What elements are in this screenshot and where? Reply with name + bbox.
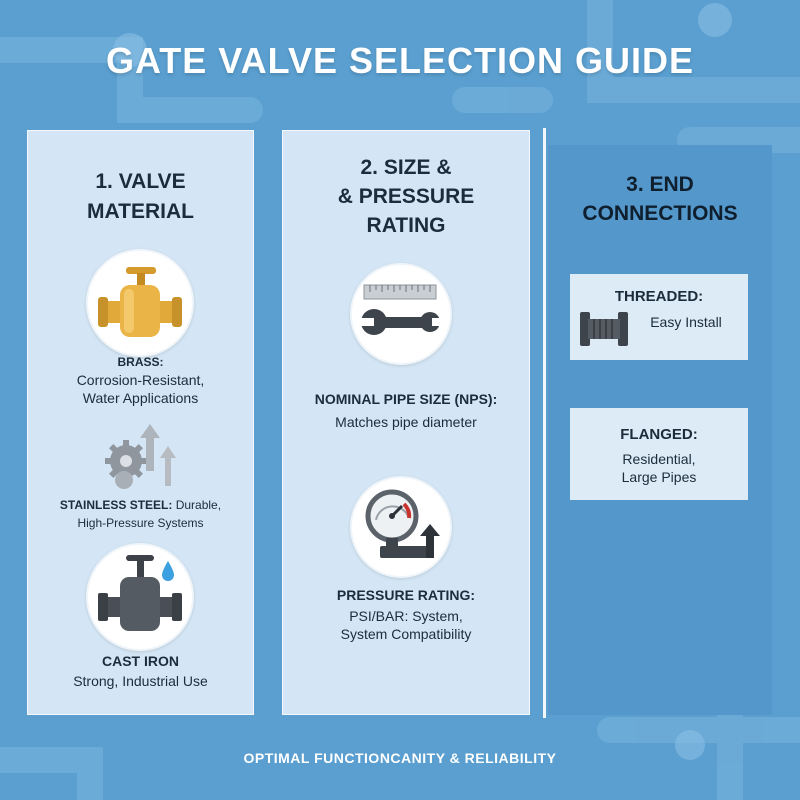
spec-description: System Compatibility [340, 626, 472, 642]
size-pressure-panel: 2. SIZE & & PRESSURE RATING NOMINAL PIPE… [282, 130, 530, 715]
connection-name: FLANGED: [620, 426, 698, 443]
column-divider [543, 128, 546, 718]
spec-name: NOMINAL PIPE SIZE (NPS): [314, 391, 498, 407]
spec-description: PSI/BAR: System, [349, 608, 463, 624]
connection-description: Easy Install [650, 314, 722, 330]
material-description: High-Pressure Systems [77, 516, 204, 530]
valve-material-panel: 1. VALVE MATERIAL BRASS: Corrosion-Resis… [27, 130, 254, 715]
ruler-wrench-icon [350, 263, 452, 365]
pressure-gauge-icon [350, 476, 452, 578]
material-description: Durable, [172, 498, 222, 512]
threaded-connection-card: THREADED: Easy Install [570, 274, 748, 360]
column-heading-line: 2. SIZE & [360, 156, 452, 179]
material-name: STAINLESS STEEL: [59, 498, 173, 512]
material-name: CAST IRON [102, 653, 179, 669]
column-heading-line: MATERIAL [87, 200, 194, 223]
spec-name: PRESSURE RATING: [336, 587, 476, 603]
footer-tagline: OPTIMAL FUNCTIONCANITY & RELIABILITY [243, 750, 557, 766]
material-description: Corrosion-Resistant, [76, 372, 205, 388]
brass-valve-icon [86, 249, 194, 357]
page-title: GATE VALVE SELECTION GUIDE [105, 40, 695, 81]
material-description: Water Applications [82, 390, 199, 406]
column-heading-line: CONNECTIONS [582, 202, 738, 225]
connection-description: Large Pipes [621, 469, 697, 485]
cast-iron-valve-icon [86, 543, 194, 651]
gears-arrows-icon [96, 416, 186, 496]
flanged-connection-card: FLANGED: Residential, Large Pipes [570, 408, 748, 500]
connection-description: Residential, [622, 451, 696, 467]
material-description: Strong, Industrial Use [73, 673, 208, 689]
column-heading-line: RATING [366, 214, 446, 237]
column-heading-line: & PRESSURE [337, 185, 475, 208]
column-heading-line: 3. END [626, 173, 694, 196]
threaded-fitting-icon [578, 306, 630, 352]
connection-name: THREADED: [614, 288, 704, 305]
material-entry: STAINLESS STEEL: Durable, [28, 496, 253, 515]
spec-description: Matches pipe diameter [335, 414, 477, 430]
column-heading-line: 1. VALVE [95, 170, 186, 193]
material-name: BRASS: [117, 355, 164, 369]
